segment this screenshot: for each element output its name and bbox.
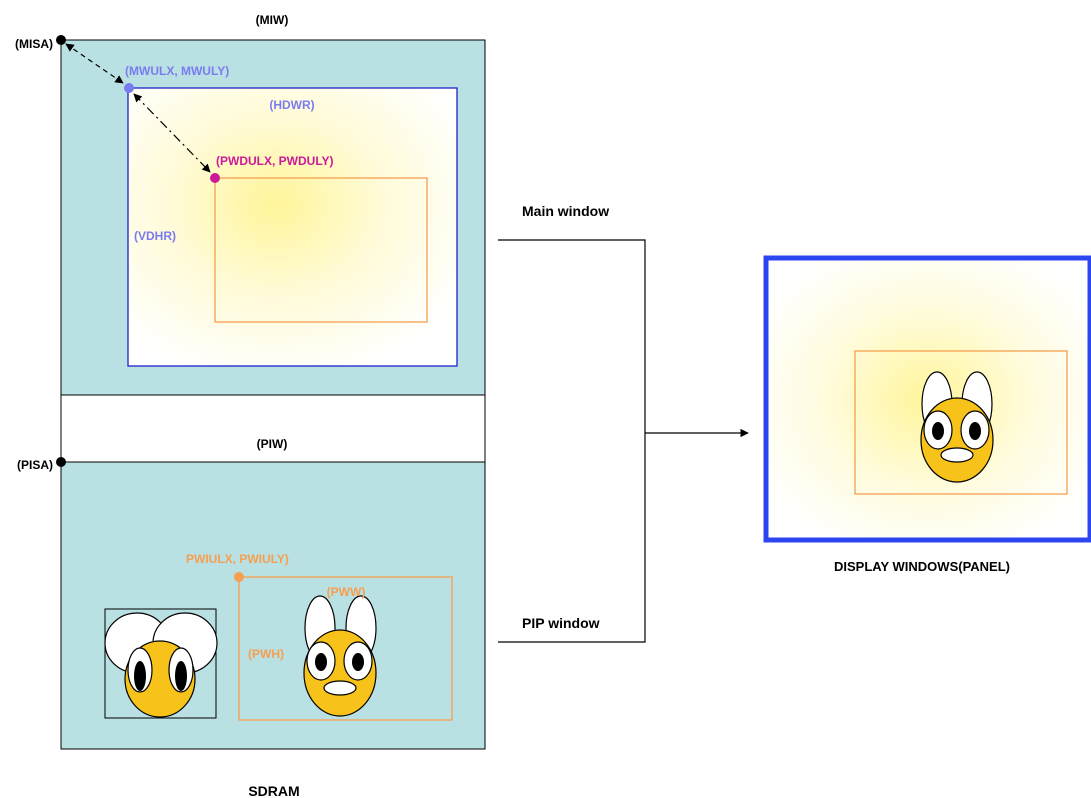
source-character [104, 612, 218, 718]
pisa-point [56, 457, 66, 467]
label-sdram: SDRAM [248, 783, 299, 798]
pip-display-window [214, 177, 428, 323]
misa-point [56, 35, 66, 45]
label-pwh: (PWH) [248, 647, 284, 661]
label-display: DISPLAY WINDOWS(PANEL) [834, 559, 1010, 574]
label-pww: (PWW) [327, 585, 366, 599]
pwdul-point [210, 173, 220, 183]
display-pip-window [854, 350, 1068, 495]
pip-character [303, 595, 377, 717]
pip-window-connector [498, 433, 646, 643]
offset-arrow-pip [133, 93, 211, 173]
pip-image-window [238, 576, 453, 721]
label-vdhr: (VDHR) [134, 229, 176, 243]
mwul-point [124, 83, 134, 93]
main-window-connector [498, 239, 646, 433]
label-pwiul: PWIULX, PWIULY) [186, 552, 289, 566]
label-hdwr: (HDWR) [269, 98, 314, 112]
offset-arrow-main [65, 43, 124, 84]
display-character [920, 371, 994, 483]
label-miw: (MIW) [256, 13, 289, 27]
label-misa: (MISA) [15, 37, 53, 51]
label-pip-window: PIP window [522, 615, 600, 631]
label-main-window: Main window [522, 203, 609, 219]
main-window-frame [127, 87, 458, 367]
label-mwul: (MWULX, MWULY) [125, 64, 229, 78]
label-piw: (PIW) [257, 437, 288, 451]
label-pwdul: (PWDULX, PWDULY) [216, 154, 334, 168]
memory-gap-band [60, 394, 486, 463]
source-image-frame [104, 608, 217, 719]
pip-image-area [60, 461, 486, 750]
label-pisa: (PISA) [17, 458, 53, 472]
